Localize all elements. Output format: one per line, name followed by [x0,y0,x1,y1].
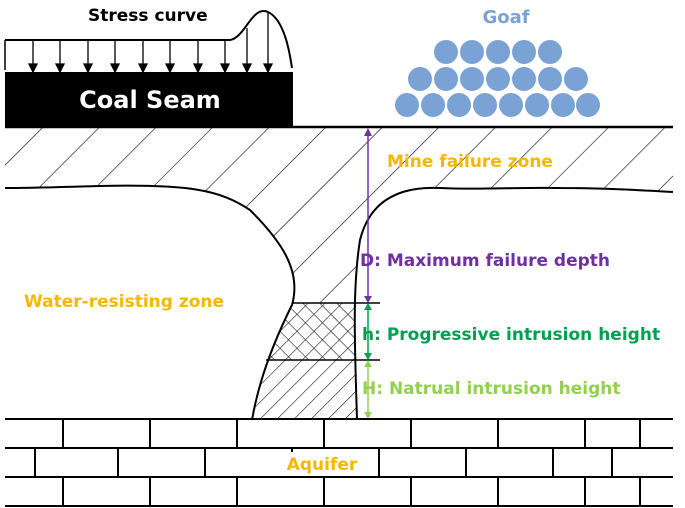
aquifer-brick-wall [5,418,673,507]
goaf-rocks [395,40,600,117]
progressive-intrusion-arrow [364,303,372,360]
stress-curve [4,10,293,70]
coal-seam-label: Coal Seam [79,86,221,114]
max-failure-depth-label: D: Maximum failure depth [360,251,610,271]
progressive-intrusion-label: h: Progressive intrusion height [362,325,660,345]
max-failure-depth-arrow [364,128,372,303]
aquifer-label: Aquifer [287,455,358,475]
failure-zone-boundary [4,184,296,421]
natural-intrusion-arrow [364,360,372,419]
stress-curve-label: Stress curve [88,6,208,26]
coal-seam [5,72,293,127]
mine-failure-zone-label: Mine failure zone [387,152,553,172]
stress-load-arrows [27,13,274,74]
natural-intrusion-label: H: Natrual intrusion height [362,379,621,399]
failure-zone-boundary-right [353,186,674,421]
water-resisting-zone-label: Water-resisting zone [24,292,224,312]
goaf-label: Goaf [482,7,529,28]
